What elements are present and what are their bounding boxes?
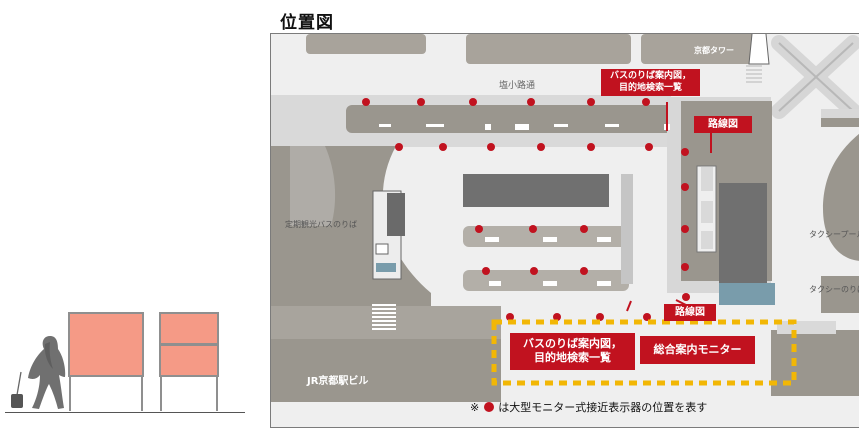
map-title: 位置図 xyxy=(280,13,334,33)
kyoto-tower-label: 京都タワー xyxy=(694,46,734,55)
legend-prefix: ※ xyxy=(470,401,480,414)
jr-station-building-label: JR京都駅ビル xyxy=(307,376,369,387)
sign-post xyxy=(216,377,218,411)
scale-illustration xyxy=(0,0,250,429)
bus-info-bottom-callout: バスのりば案内図， 目的地検索一覧 xyxy=(510,333,635,370)
ground-line xyxy=(5,412,245,413)
general-info-monitor-callout: 総合案内モニター xyxy=(640,336,755,365)
taxi-pool-label: タクシープール xyxy=(809,230,859,239)
bus-info-top-callout: バスのりば案内図， 目的地検索一覧 xyxy=(601,69,700,97)
shiokoji-street-label: 塩小路通 xyxy=(499,81,536,91)
sign-post xyxy=(69,375,71,411)
sightseeing-bus-stop-label: 定期観光バスのりば xyxy=(285,220,357,229)
sign-post xyxy=(141,375,143,411)
red-marker-legend-icon xyxy=(483,402,494,412)
route-map-bottom-callout: 路線図 xyxy=(664,304,716,321)
taxi-stand-label: タクシーのりば xyxy=(809,285,859,294)
sign-post xyxy=(160,377,162,411)
monitor-sign-front xyxy=(68,312,144,377)
person-silhouette-illustration xyxy=(11,336,66,409)
route-map-top-callout: 路線図 xyxy=(694,116,752,133)
legend-text: は大型モニター式接近表示器の位置を表す xyxy=(498,401,708,414)
sign-divider xyxy=(159,343,219,346)
legend-footnote: ※ は大型モニター式接近表示器の位置を表す xyxy=(470,399,707,415)
station-bus-terminal-map: 京都タワー 塩小路通 定期観光バスのりば タクシープール タクシーのりば JR京… xyxy=(270,33,859,428)
